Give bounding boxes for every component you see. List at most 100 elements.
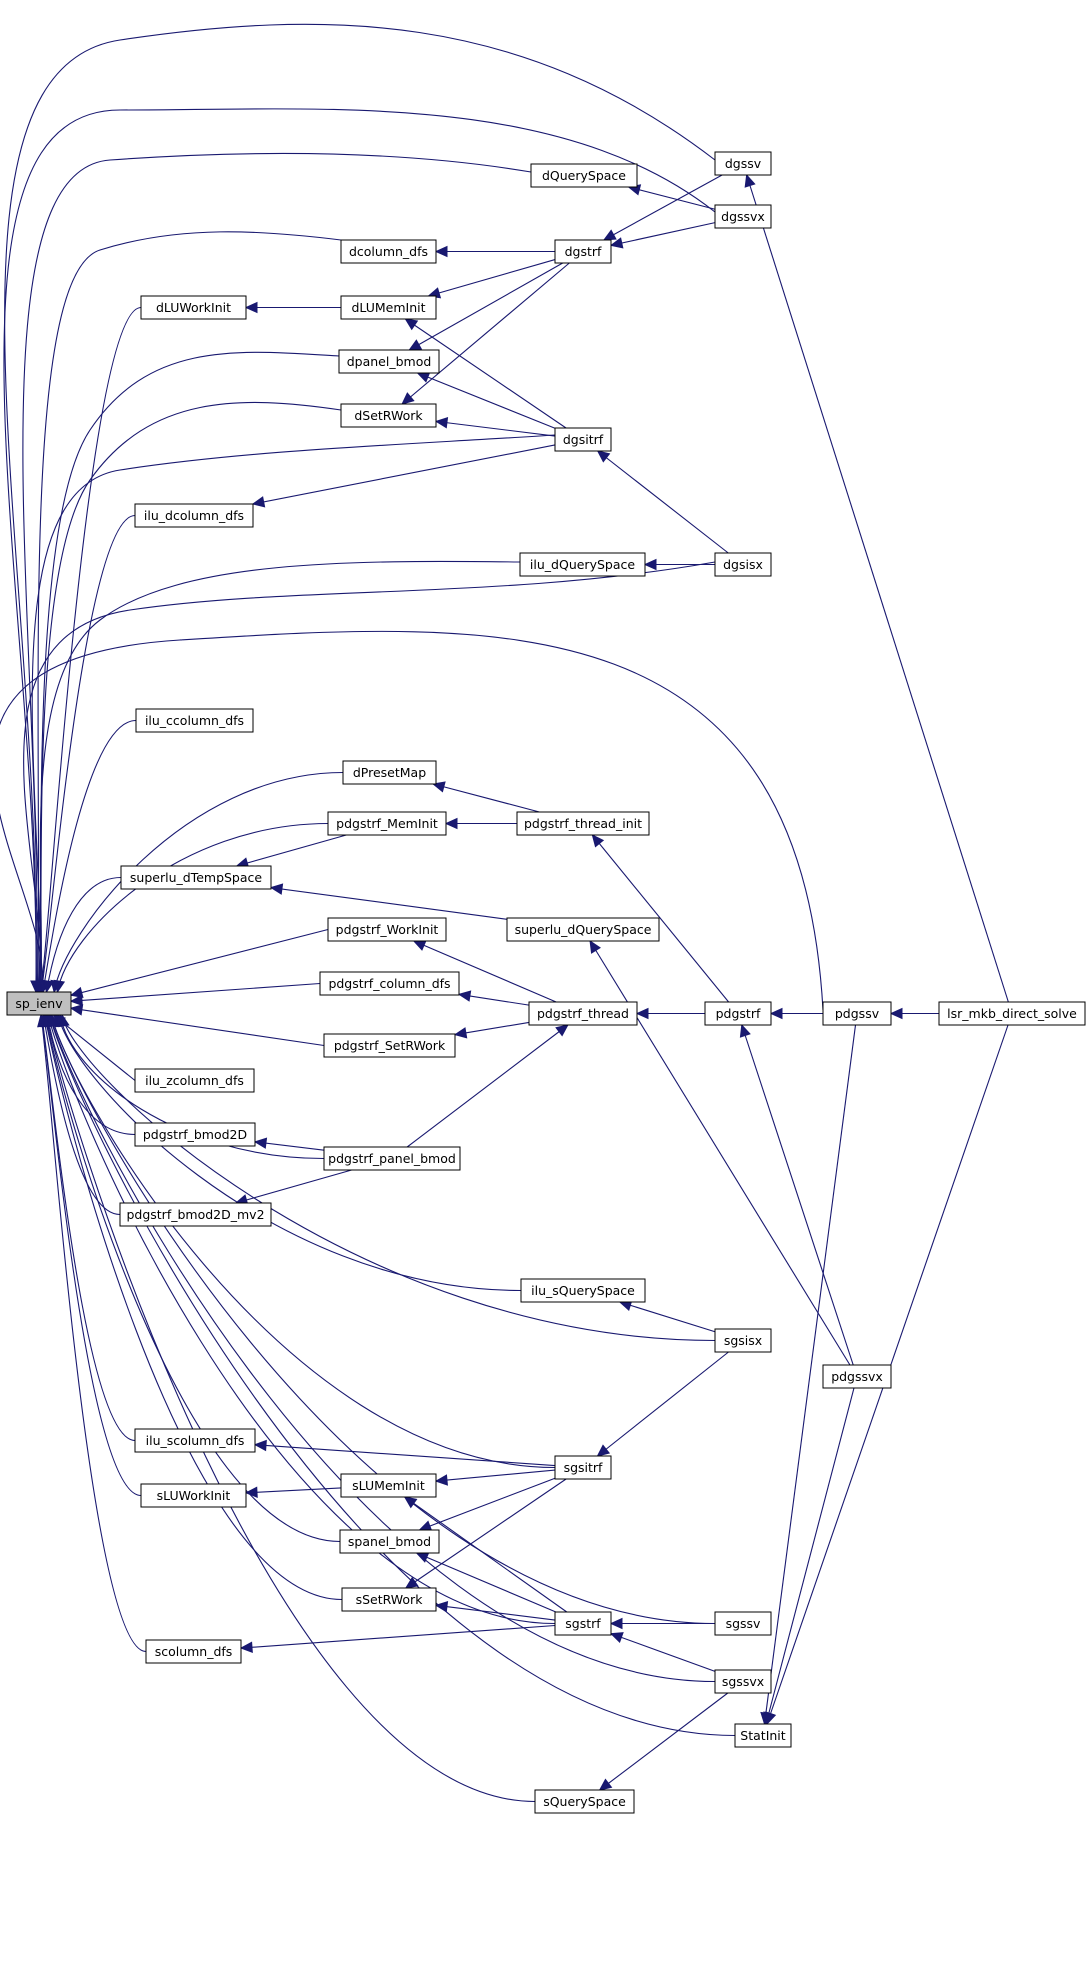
node-box-lsr_mkb_direct_solve[interactable] (938, 1001, 1086, 1026)
node-label-dcolumn_dfs[interactable]: dcolumn_dfs (349, 244, 428, 259)
node-label-superlu_dTempSpace[interactable]: superlu_dTempSpace (130, 870, 262, 885)
node-label-dLUMemInit[interactable]: dLUMemInit (351, 300, 425, 315)
node-sLUWorkInit[interactable]: sLUWorkInit (140, 1483, 247, 1508)
node-box-sLUWorkInit[interactable] (140, 1483, 247, 1508)
node-box-ilu_dQuerySpace[interactable] (519, 552, 646, 577)
node-box-ilu_scolumn_dfs[interactable] (134, 1428, 256, 1453)
node-dQuerySpace[interactable]: dQuerySpace (530, 163, 638, 188)
node-pdgstrf_thread[interactable]: pdgstrf_thread (528, 1001, 638, 1026)
node-box-dgssvx[interactable] (714, 204, 772, 229)
node-sgssvx[interactable]: sgssvx (714, 1669, 772, 1694)
node-box-sSetRWork[interactable] (341, 1587, 437, 1612)
node-label-dPresetMap[interactable]: dPresetMap (353, 765, 426, 780)
node-box-dPresetMap[interactable] (342, 760, 437, 785)
node-pdgstrf_thread_init[interactable]: pdgstrf_thread_init (516, 811, 650, 836)
node-label-sp_ienv[interactable]: sp_ienv (15, 996, 63, 1011)
node-box-dgstrf[interactable] (554, 239, 612, 264)
node-label-StatInit[interactable]: StatInit (740, 1728, 785, 1743)
node-box-dpanel_bmod[interactable] (338, 349, 440, 374)
node-label-pdgstrf_thread_init[interactable]: pdgstrf_thread_init (524, 816, 642, 831)
node-label-dgsisx[interactable]: dgsisx (723, 557, 763, 572)
node-StatInit[interactable]: StatInit (734, 1723, 792, 1748)
node-box-sgssv[interactable] (714, 1611, 772, 1636)
node-label-pdgstrf_MemInit[interactable]: pdgstrf_MemInit (336, 816, 438, 831)
node-label-pdgstrf_bmod2D[interactable]: pdgstrf_bmod2D (143, 1127, 247, 1142)
node-dcolumn_dfs[interactable]: dcolumn_dfs (340, 239, 437, 264)
node-box-pdgstrf_thread_init[interactable] (516, 811, 650, 836)
node-label-scolumn_dfs[interactable]: scolumn_dfs (155, 1644, 233, 1659)
node-label-pdgstrf_thread[interactable]: pdgstrf_thread (537, 1006, 629, 1021)
node-label-lsr_mkb_direct_solve[interactable]: lsr_mkb_direct_solve (947, 1006, 1077, 1021)
node-box-sgssvx[interactable] (714, 1669, 772, 1694)
node-box-superlu_dQuerySpace[interactable] (506, 917, 660, 942)
node-label-sQuerySpace[interactable]: sQuerySpace (543, 1794, 626, 1809)
node-box-pdgstrf_bmod2D_mv2[interactable] (119, 1202, 272, 1227)
node-label-ilu_dcolumn_dfs[interactable]: ilu_dcolumn_dfs (144, 508, 244, 523)
node-superlu_dTempSpace[interactable]: superlu_dTempSpace (120, 865, 272, 890)
node-label-sgsitrf[interactable]: sgsitrf (564, 1460, 603, 1475)
node-label-ilu_ccolumn_dfs[interactable]: ilu_ccolumn_dfs (145, 713, 244, 728)
node-pdgstrf_panel_bmod[interactable]: pdgstrf_panel_bmod (323, 1146, 461, 1171)
node-box-dcolumn_dfs[interactable] (340, 239, 437, 264)
node-box-pdgstrf_thread[interactable] (528, 1001, 638, 1026)
node-box-ilu_dcolumn_dfs[interactable] (134, 503, 254, 528)
node-label-sLUWorkInit[interactable]: sLUWorkInit (157, 1488, 231, 1503)
node-label-pdgstrf_SetRWork[interactable]: pdgstrf_SetRWork (334, 1038, 446, 1053)
node-box-sp_ienv[interactable] (6, 991, 72, 1016)
node-dgssv[interactable]: dgssv (714, 151, 772, 176)
node-label-pdgstrf_WorkInit[interactable]: pdgstrf_WorkInit (336, 922, 439, 937)
node-box-sgsitrf[interactable] (554, 1455, 612, 1480)
node-dLUMemInit[interactable]: dLUMemInit (340, 295, 437, 320)
node-pdgstrf_bmod2D_mv2[interactable]: pdgstrf_bmod2D_mv2 (119, 1202, 272, 1227)
node-sgssv[interactable]: sgssv (714, 1611, 772, 1636)
node-label-dgssvx[interactable]: dgssvx (721, 209, 765, 224)
node-label-pdgssv[interactable]: pdgssv (835, 1006, 880, 1021)
node-box-scolumn_dfs[interactable] (145, 1639, 242, 1664)
node-label-pdgstrf_column_dfs[interactable]: pdgstrf_column_dfs (328, 976, 450, 991)
node-box-pdgstrf_SetRWork[interactable] (323, 1033, 456, 1058)
node-box-sgstrf[interactable] (554, 1611, 612, 1636)
node-pdgssv[interactable]: pdgssv (822, 1001, 892, 1026)
node-dgstrf[interactable]: dgstrf (554, 239, 612, 264)
node-label-sgssv[interactable]: sgssv (726, 1616, 761, 1631)
node-label-spanel_bmod[interactable]: spanel_bmod (348, 1534, 431, 1549)
node-dgsitrf[interactable]: dgsitrf (554, 427, 612, 452)
node-box-pdgstrf_panel_bmod[interactable] (323, 1146, 461, 1171)
node-label-dpanel_bmod[interactable]: dpanel_bmod (347, 354, 432, 369)
node-label-ilu_dQuerySpace[interactable]: ilu_dQuerySpace (530, 557, 635, 572)
node-sgstrf[interactable]: sgstrf (554, 1611, 612, 1636)
node-label-pdgstrf_bmod2D_mv2[interactable]: pdgstrf_bmod2D_mv2 (126, 1207, 264, 1222)
node-box-pdgstrf_column_dfs[interactable] (319, 971, 460, 996)
node-box-dLUMemInit[interactable] (340, 295, 437, 320)
node-pdgstrf_MemInit[interactable]: pdgstrf_MemInit (327, 811, 447, 836)
node-box-dLUWorkInit[interactable] (140, 295, 247, 320)
node-box-StatInit[interactable] (734, 1723, 792, 1748)
node-label-ilu_sQuerySpace[interactable]: ilu_sQuerySpace (531, 1283, 635, 1298)
node-sSetRWork[interactable]: sSetRWork (341, 1587, 437, 1612)
node-sgsitrf[interactable]: sgsitrf (554, 1455, 612, 1480)
node-box-pdgstrf_MemInit[interactable] (327, 811, 447, 836)
node-box-superlu_dTempSpace[interactable] (120, 865, 272, 890)
node-box-dQuerySpace[interactable] (530, 163, 638, 188)
node-label-sgsisx[interactable]: sgsisx (724, 1333, 762, 1348)
node-sQuerySpace[interactable]: sQuerySpace (534, 1789, 635, 1814)
node-box-dgssv[interactable] (714, 151, 772, 176)
node-label-sgstrf[interactable]: sgstrf (565, 1616, 601, 1631)
node-label-dQuerySpace[interactable]: dQuerySpace (542, 168, 626, 183)
node-dSetRWork[interactable]: dSetRWork (340, 403, 437, 428)
node-label-ilu_scolumn_dfs[interactable]: ilu_scolumn_dfs (146, 1433, 245, 1448)
node-label-pdgssvx[interactable]: pdgssvx (831, 1369, 883, 1384)
node-box-sQuerySpace[interactable] (534, 1789, 635, 1814)
node-sLUMemInit[interactable]: sLUMemInit (340, 1473, 437, 1498)
node-pdgstrf_bmod2D[interactable]: pdgstrf_bmod2D (134, 1122, 256, 1147)
node-box-sLUMemInit[interactable] (340, 1473, 437, 1498)
node-scolumn_dfs[interactable]: scolumn_dfs (145, 1639, 242, 1664)
node-pdgstrf_SetRWork[interactable]: pdgstrf_SetRWork (323, 1033, 456, 1058)
node-superlu_dQuerySpace[interactable]: superlu_dQuerySpace (506, 917, 660, 942)
node-label-pdgstrf_panel_bmod[interactable]: pdgstrf_panel_bmod (328, 1151, 456, 1166)
node-pdgstrf_WorkInit[interactable]: pdgstrf_WorkInit (327, 917, 447, 942)
node-sp_ienv[interactable]: sp_ienv (6, 991, 72, 1016)
node-label-dgssv[interactable]: dgssv (725, 156, 762, 171)
node-label-sgssvx[interactable]: sgssvx (722, 1674, 764, 1689)
node-box-sgsisx[interactable] (714, 1328, 772, 1353)
